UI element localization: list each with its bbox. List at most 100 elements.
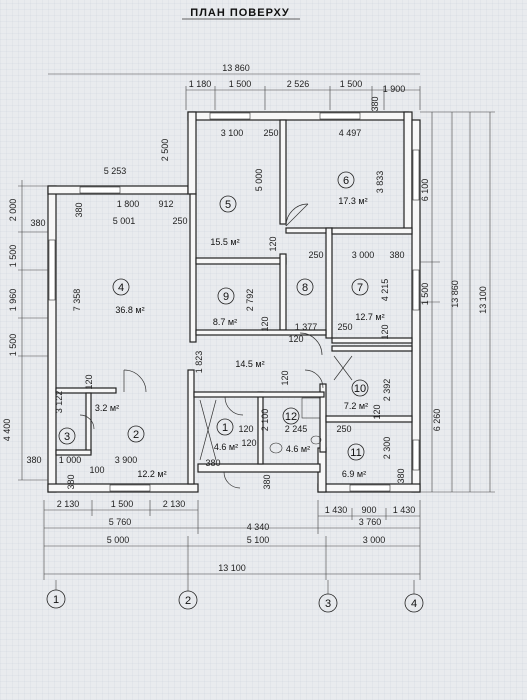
svg-text:1 000: 1 000 bbox=[59, 455, 82, 465]
svg-text:380: 380 bbox=[74, 202, 84, 217]
svg-text:2 792: 2 792 bbox=[245, 289, 255, 312]
svg-text:1: 1 bbox=[222, 422, 228, 434]
top-seg-6: 1 900 bbox=[383, 84, 406, 94]
room-9: 9 8.7 м² bbox=[213, 287, 237, 327]
bottom-r1b-2: 900 bbox=[361, 505, 376, 515]
room-1: 1 4.6 м² bbox=[214, 418, 238, 452]
svg-text:100: 100 bbox=[89, 465, 104, 475]
svg-text:11: 11 bbox=[350, 447, 361, 459]
room-4: 4 36.8 м² bbox=[112, 278, 145, 315]
svg-text:5: 5 bbox=[225, 199, 231, 211]
svg-text:120: 120 bbox=[268, 236, 278, 251]
bottom-r2-2: 4 340 bbox=[247, 522, 270, 532]
left-dim-5: 4 400 bbox=[2, 419, 12, 442]
svg-text:17.3 м²: 17.3 м² bbox=[338, 196, 367, 206]
svg-text:3: 3 bbox=[64, 431, 70, 443]
interior-walls bbox=[55, 119, 413, 485]
top-seg-2: 1 500 bbox=[229, 79, 252, 89]
bottom-r1-1: 2 130 bbox=[57, 499, 80, 509]
bottom-r2-3: 3 760 bbox=[359, 517, 382, 527]
svg-text:12.2 м²: 12.2 м² bbox=[137, 469, 166, 479]
axis-4: 4 bbox=[404, 580, 424, 613]
svg-text:4: 4 bbox=[411, 598, 417, 610]
svg-text:2 300: 2 300 bbox=[382, 437, 392, 460]
svg-text:120: 120 bbox=[260, 316, 270, 331]
svg-text:6.9 м²: 6.9 м² bbox=[342, 469, 366, 479]
svg-text:380: 380 bbox=[396, 468, 406, 483]
right-dim-1: 6 100 bbox=[420, 179, 430, 202]
top-seg-4: 1 500 bbox=[340, 79, 363, 89]
svg-text:4 215: 4 215 bbox=[380, 279, 390, 302]
svg-text:120: 120 bbox=[238, 424, 253, 434]
svg-text:5 001: 5 001 bbox=[113, 216, 136, 226]
top-seg-1: 1 180 bbox=[189, 79, 212, 89]
svg-text:250: 250 bbox=[337, 322, 352, 332]
bottom-r1b-1: 1 430 bbox=[325, 505, 348, 515]
svg-text:2 245: 2 245 bbox=[285, 424, 308, 434]
right-dim-5: 6 260 bbox=[432, 409, 442, 432]
room-5: 5 15.5 м² bbox=[210, 195, 240, 247]
room-11: 11 6.9 м² bbox=[342, 443, 366, 479]
windows bbox=[48, 112, 420, 492]
svg-text:3 122: 3 122 bbox=[54, 391, 64, 414]
svg-text:4.6 м²: 4.6 м² bbox=[286, 444, 310, 454]
right-dim-lines bbox=[420, 111, 495, 493]
svg-text:3 900: 3 900 bbox=[115, 455, 138, 465]
svg-text:8.7 м²: 8.7 м² bbox=[213, 317, 237, 327]
sanitary-fixtures bbox=[199, 355, 353, 461]
svg-text:380: 380 bbox=[30, 218, 45, 228]
hall-area: 14.5 м² bbox=[235, 359, 264, 369]
svg-text:3 833: 3 833 bbox=[375, 171, 385, 194]
svg-text:1 800: 1 800 bbox=[117, 199, 140, 209]
room-8: 8 bbox=[296, 278, 314, 296]
svg-text:5 253: 5 253 bbox=[104, 166, 127, 176]
left-dim-ticks bbox=[18, 185, 48, 481]
room-7: 7 12.7 м² bbox=[351, 278, 385, 322]
top-seg-3: 2 526 bbox=[287, 79, 310, 89]
left-dim-2: 1 500 bbox=[8, 245, 18, 268]
svg-text:12.7 м²: 12.7 м² bbox=[355, 312, 384, 322]
bottom-r1-3: 2 130 bbox=[163, 499, 186, 509]
room-2: 2 12.2 м² bbox=[127, 425, 167, 479]
svg-text:4: 4 bbox=[118, 282, 124, 294]
left-dim-4: 1 500 bbox=[8, 334, 18, 357]
bottom-r3-3: 3 000 bbox=[363, 535, 386, 545]
right-dim-3: 13 860 bbox=[450, 280, 460, 308]
top-seg-5: 380 bbox=[370, 96, 380, 111]
svg-text:2 392: 2 392 bbox=[382, 379, 392, 402]
top-overall-dim: 13 860 bbox=[222, 63, 250, 73]
svg-text:1 377: 1 377 bbox=[295, 322, 318, 332]
svg-text:380: 380 bbox=[205, 458, 220, 468]
svg-text:120: 120 bbox=[280, 370, 290, 385]
axis-3: 3 bbox=[318, 580, 338, 613]
svg-text:7: 7 bbox=[357, 282, 363, 294]
bottom-overall: 13 100 bbox=[218, 563, 246, 573]
bottom-r3-2: 5 100 bbox=[247, 535, 270, 545]
room-10: 10 7.2 м² bbox=[344, 379, 369, 411]
svg-text:250: 250 bbox=[336, 424, 351, 434]
svg-text:3.2 м²: 3.2 м² bbox=[95, 403, 119, 413]
svg-text:5 000: 5 000 bbox=[254, 169, 264, 192]
right-dim-2: 1 500 bbox=[420, 283, 430, 306]
room-6: 6 17.3 м² bbox=[337, 171, 368, 206]
svg-text:12: 12 bbox=[285, 411, 297, 423]
svg-text:3: 3 bbox=[325, 598, 331, 610]
svg-text:250: 250 bbox=[308, 250, 323, 260]
svg-text:380: 380 bbox=[26, 455, 41, 465]
svg-text:912: 912 bbox=[158, 199, 173, 209]
bottom-r1-2: 1 500 bbox=[111, 499, 134, 509]
svg-text:250: 250 bbox=[263, 128, 278, 138]
bottom-r3-1: 5 000 bbox=[107, 535, 130, 545]
svg-text:3 100: 3 100 bbox=[221, 128, 244, 138]
svg-text:1: 1 bbox=[53, 594, 59, 606]
svg-text:9: 9 bbox=[223, 291, 229, 303]
bottom-dim-lines bbox=[43, 500, 421, 580]
left-dim-1: 2 000 bbox=[8, 199, 18, 222]
svg-text:2 500: 2 500 bbox=[160, 139, 170, 162]
svg-text:6: 6 bbox=[343, 175, 349, 187]
svg-text:10: 10 bbox=[354, 383, 366, 395]
svg-text:250: 250 bbox=[172, 216, 187, 226]
svg-text:2: 2 bbox=[133, 429, 139, 441]
